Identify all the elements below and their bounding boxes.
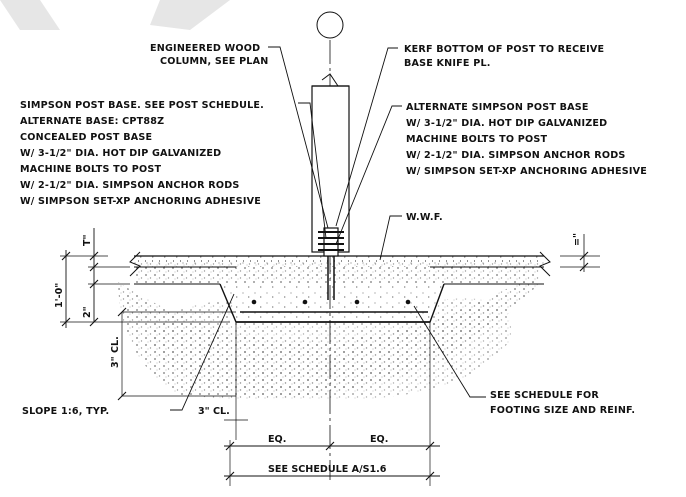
post-base-note-line: W/ 3-1/2" DIA. HOT DIP GALVANIZED	[20, 148, 221, 159]
footing-depth-dim: 1'-0"	[54, 283, 65, 308]
watermark-mark	[150, 0, 230, 30]
post-base-note-line: ALTERNATE BASE: CPT88Z	[20, 116, 164, 127]
alt-base-note-line: W/ SIMPSON SET-XP ANCHORING ADHESIVE	[406, 166, 647, 177]
rebar-dot	[302, 299, 308, 305]
alt-base-note: ALTERNATE SIMPSON POST BASE W/ 3-1/2" DI…	[406, 102, 647, 177]
kerf-note-line: KERF BOTTOM OF POST TO RECEIVE	[404, 44, 604, 55]
schedule-note-line: FOOTING SIZE AND REINF.	[490, 405, 635, 416]
vertical-cover-dim: 3" CL.	[110, 336, 121, 368]
kerf-note: KERF BOTTOM OF POST TO RECEIVE BASE KNIF…	[404, 44, 604, 69]
column-grid-bubble	[316, 11, 344, 39]
slope-note: SLOPE 1:6, TYP.	[22, 406, 109, 417]
rebar-dot	[354, 299, 360, 305]
eq-right-dim: EQ.	[370, 434, 388, 445]
horizontal-cover-dim: 3" CL.	[198, 406, 230, 417]
right-slab-dim: ="	[572, 233, 583, 246]
rebar-dot	[405, 299, 411, 305]
alt-base-note-line: W/ 2-1/2" DIA. SIMPSON ANCHOR RODS	[406, 150, 626, 161]
schedule-note: SEE SCHEDULE FOR FOOTING SIZE AND REINF.	[490, 390, 635, 416]
wwf-label: W.W.F.	[406, 212, 443, 223]
schedule-note-line: SEE SCHEDULE FOR	[490, 390, 599, 401]
alt-base-note-line: W/ 3-1/2" DIA. HOT DIP GALVANIZED	[406, 118, 607, 129]
post-base-note-line: MACHINE BOLTS TO POST	[20, 164, 161, 175]
eq-left-dim: EQ.	[268, 434, 286, 445]
kerf-note-line: BASE KNIFE PL.	[404, 58, 491, 69]
post-base-note: SIMPSON POST BASE. SEE POST SCHEDULE. AL…	[20, 100, 264, 207]
rebar-dot	[251, 299, 257, 305]
post-base-note-line: CONCEALED POST BASE	[20, 132, 152, 143]
column-note: ENGINEERED WOOD COLUMN, SEE PLAN	[150, 43, 268, 67]
post-base-note-line: W/ SIMPSON SET-XP ANCHORING ADHESIVE	[20, 196, 261, 207]
column-note-line: COLUMN, SEE PLAN	[160, 56, 268, 67]
gravel-fill	[150, 298, 512, 400]
column-note-line: ENGINEERED WOOD	[150, 43, 260, 54]
alt-base-note-line: ALTERNATE SIMPSON POST BASE	[406, 102, 589, 113]
two-inch-dim: 2"	[82, 306, 93, 318]
slab	[134, 256, 544, 267]
post-base-note-line: W/ 2-1/2" DIA. SIMPSON ANCHOR RODS	[20, 180, 240, 191]
watermark-mark	[0, 0, 60, 30]
alt-base-note-line: MACHINE BOLTS TO POST	[406, 134, 547, 145]
slab-thickness-dim: T"	[82, 234, 93, 246]
schedule-ref-dim: SEE SCHEDULE A/S1.6	[268, 464, 387, 475]
post-base-note-line: SIMPSON POST BASE. SEE POST SCHEDULE.	[20, 100, 264, 111]
